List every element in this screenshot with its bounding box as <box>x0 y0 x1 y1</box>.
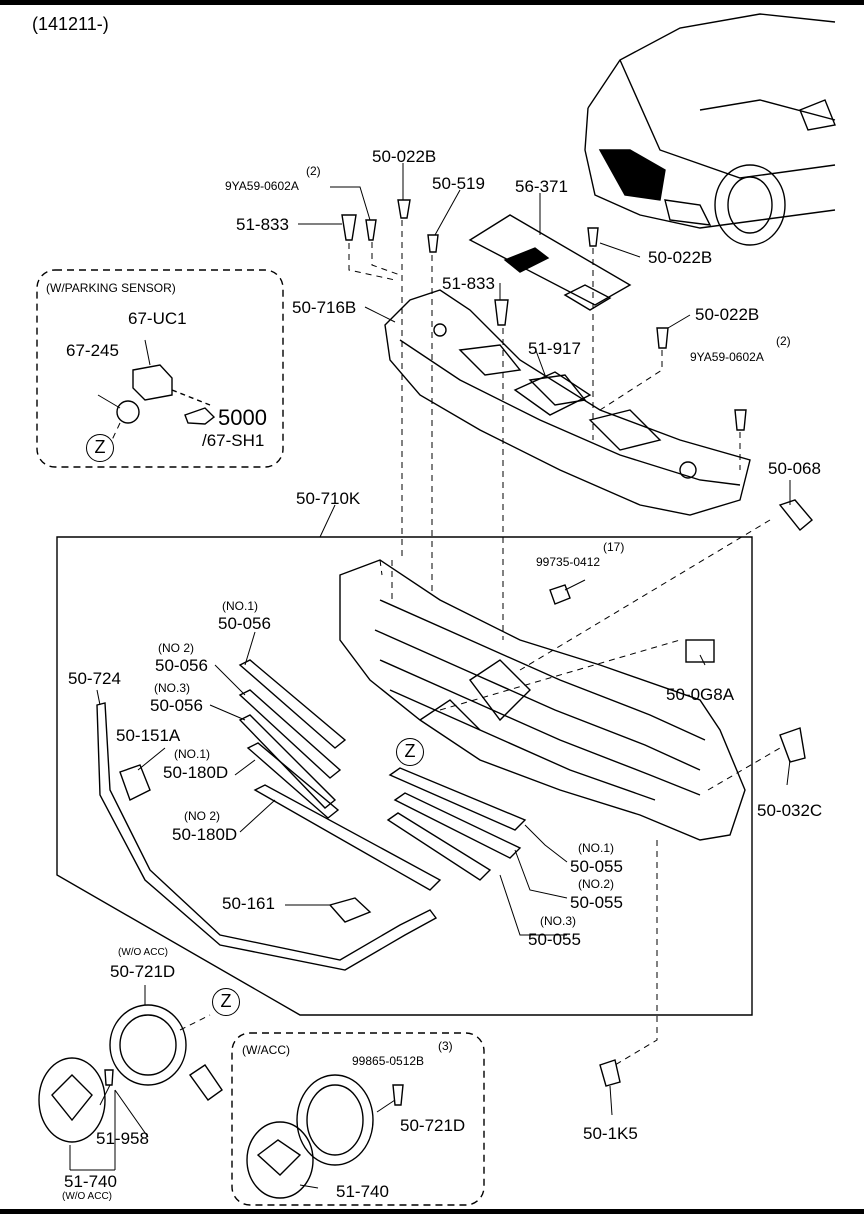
label-50-022b-right: 50-022B <box>695 305 760 324</box>
fastener-51-833 <box>341 214 357 241</box>
shield-56-371 <box>468 214 632 306</box>
bracket-50-721d-woacc <box>109 1004 187 1086</box>
acc-callout-title: (W/ACC) <box>242 1043 290 1057</box>
molding-50-724 <box>96 702 438 971</box>
bar-50-056-no3 <box>238 714 337 809</box>
label-99735-qty: (17) <box>603 540 625 554</box>
label-50-180d-no1-tag: (NO.1) <box>174 747 210 761</box>
label-50-151a: 50-151A <box>116 726 181 745</box>
label-50-180d-no2-tag: (NO 2) <box>184 809 220 823</box>
label-50-519: 50-519 <box>432 174 485 193</box>
clip-50-068 <box>778 499 813 531</box>
label-50-055-no3: 50-055 <box>528 930 581 949</box>
label-50-724: 50-724 <box>68 669 121 688</box>
label-50-055-no2-tag: (NO.2) <box>578 877 614 891</box>
bar-50-055-no2 <box>393 792 522 859</box>
label-50-721d-acc: 50-721D <box>400 1116 466 1135</box>
label-50-022b-mid: 50-022B <box>648 248 713 267</box>
bracket-50-161 <box>328 897 372 923</box>
zone-marker-grille: Z <box>396 738 424 766</box>
clip-50-151a <box>119 764 151 801</box>
acc-callout-box <box>231 1032 485 1206</box>
label-50-180d-no2: 50-180D <box>172 825 238 844</box>
arrow-glyph <box>189 1064 223 1101</box>
bar-50-055-no3 <box>386 812 492 881</box>
bracket-50-721d-acc <box>296 1074 374 1166</box>
label-99865-qty: (3) <box>438 1039 453 1053</box>
grille-50-710k <box>339 559 746 841</box>
label-50-055-no2: 50-055 <box>570 893 623 912</box>
label-51-740-woacc: 51-740 <box>64 1172 117 1191</box>
label-51-833-left: 51-833 <box>236 215 289 234</box>
label-5000: 5000 <box>218 405 267 430</box>
zone-marker-emblem: Z <box>212 988 240 1016</box>
label-9ya59-right: 9YA59-0602A <box>690 350 764 364</box>
bar-50-180d-no1 <box>246 742 340 819</box>
label-9ya59-qty-right: (2) <box>776 334 791 348</box>
sensor-67-uc1 <box>132 364 173 401</box>
label-50-056-no3: 50-056 <box>150 696 203 715</box>
label-50-055-no3-tag: (NO.3) <box>540 914 576 928</box>
clip-50-1k5 <box>599 1059 621 1087</box>
sensor-ring-67-245 <box>116 400 140 424</box>
parking-sensor-callout-title: (W/PARKING SENSOR) <box>46 281 176 295</box>
bar-50-056-no1 <box>238 659 347 749</box>
label-50-180d-no1: 50-180D <box>163 763 229 782</box>
label-67-245: 67-245 <box>66 341 119 360</box>
bar-50-180d-no2 <box>253 784 442 891</box>
screw-99735-0412 <box>549 584 571 605</box>
label-50-721d-woacc-tag: (W/O ACC) <box>118 947 168 958</box>
label-51-740-woacc-tag: (W/O ACC) <box>62 1191 112 1202</box>
label-99865-0512b: 99865-0512B <box>352 1054 425 1068</box>
label-56-371: 56-371 <box>515 177 568 196</box>
screw-99865-0512b <box>392 1084 404 1106</box>
label-99735-0412: 99735-0412 <box>536 555 601 569</box>
emblem-51-740-acc <box>246 1121 314 1199</box>
clip-50-032c <box>779 727 806 763</box>
label-67-uc1: 67-UC1 <box>128 309 187 328</box>
label-51-833-mid: 51-833 <box>442 274 495 293</box>
vehicle-illustration <box>584 13 836 246</box>
label-51-958: 51-958 <box>96 1129 149 1148</box>
emblem-51-740-woacc <box>38 1057 106 1143</box>
label-50-056-no1: 50-056 <box>218 614 271 633</box>
label-51-917: 51-917 <box>528 339 581 358</box>
label-50-0g8a: 50-0G8A <box>666 685 735 704</box>
zone-marker-sensor: Z <box>86 434 114 462</box>
label-50-1k5: 50-1K5 <box>583 1124 638 1143</box>
effective-date-header: (141211-) <box>32 14 109 34</box>
pad-51-917 <box>513 371 592 416</box>
label-50-068: 50-068 <box>768 459 821 478</box>
label-9ya59-qty-top: (2) <box>306 164 321 178</box>
label-50-056-no1-tag: (NO.1) <box>222 599 258 613</box>
label-50-716b: 50-716B <box>292 298 357 317</box>
label-50-161: 50-161 <box>222 894 275 913</box>
pad-50-0g8a <box>685 639 715 663</box>
support-bracket-50-716b <box>384 289 751 516</box>
label-50-710k: 50-710K <box>296 489 361 508</box>
label-50-056-no2: 50-056 <box>155 656 208 675</box>
label-50-056-no2-tag: (NO 2) <box>158 641 194 655</box>
screw-51-958 <box>104 1069 114 1086</box>
label-50-032c: 50-032C <box>757 801 823 820</box>
label-67-sh1: /67-SH1 <box>202 431 265 450</box>
label-50-055-no1: 50-055 <box>570 857 623 876</box>
label-50-055-no1-tag: (NO.1) <box>578 841 614 855</box>
label-50-022b-top: 50-022B <box>372 147 437 166</box>
bar-50-056-no2 <box>238 689 342 779</box>
grille-assembly-frame <box>56 536 753 1016</box>
top-rule <box>0 0 864 5</box>
label-50-056-no3-tag: (NO.3) <box>154 681 190 695</box>
bar-50-055-no1 <box>388 767 527 831</box>
parking-sensor-callout-box <box>36 269 284 468</box>
label-51-740-acc: 51-740 <box>336 1182 389 1201</box>
label-50-721d-woacc: 50-721D <box>110 962 176 981</box>
bottom-rule <box>0 1209 864 1214</box>
label-9ya59-top: 9YA59-0602A <box>225 179 299 193</box>
